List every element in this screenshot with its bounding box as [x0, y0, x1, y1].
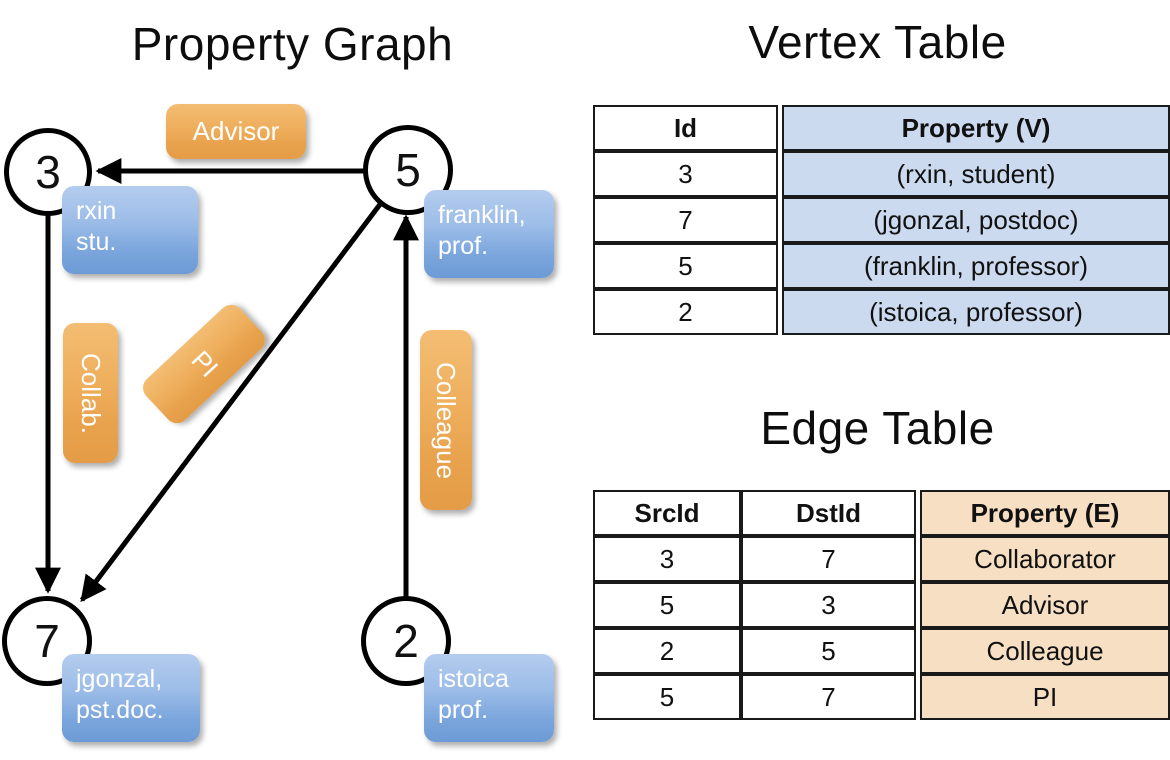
table-header-row: SrcId DstId Property (E)	[593, 490, 1170, 536]
edge-label-pi-text: PI	[185, 344, 224, 383]
table-row[interactable]: 5 3 Advisor	[593, 582, 1170, 628]
edge-label-collab-text: Collab.	[76, 352, 106, 434]
edge-cell-srcid: 3	[593, 536, 741, 582]
edge-cell-srcid: 5	[593, 582, 741, 628]
node-property-7-line1: jgonzal,	[76, 665, 163, 693]
property-graph-panel: Property Graph 3 5 7 2 rxin stu.	[2, 18, 554, 742]
edge-cell-dstid: 3	[741, 582, 916, 628]
table-row[interactable]: 2 5 Colleague	[593, 628, 1170, 674]
edge-header-property: Property (E)	[920, 490, 1170, 536]
vertex-cell-property: (istoica, professor)	[782, 289, 1170, 335]
table-row[interactable]: 7 (jgonzal, postdoc)	[593, 197, 1170, 243]
node-property-box-2: istoica prof.	[424, 654, 554, 742]
edge-cell-srcid: 2	[593, 628, 741, 674]
node-property-box-3: rxin stu.	[62, 186, 198, 274]
node-property-5-line1: franklin,	[438, 201, 526, 229]
node-property-3-line1: rxin	[76, 197, 117, 225]
page-title-property-graph: Property Graph	[131, 18, 454, 70]
node-property-5-line2: prof.	[438, 232, 489, 260]
node-property-2-line2: prof.	[438, 696, 489, 724]
edge-5-to-7	[80, 201, 383, 603]
graph-node-5[interactable]: 5	[363, 125, 453, 215]
edge-cell-dstid: 7	[741, 536, 916, 582]
node-property-box-5: franklin, prof.	[424, 190, 554, 278]
graph-node-2[interactable]: 2	[361, 596, 451, 686]
edge-label-advisor: Advisor	[166, 104, 306, 159]
vertex-header-property: Property (V)	[782, 105, 1170, 151]
table-row[interactable]: 2 (istoica, professor)	[593, 289, 1170, 335]
node-property-3-line2: stu.	[76, 228, 117, 256]
table-row[interactable]: 5 (franklin, professor)	[593, 243, 1170, 289]
vertex-table: Id Property (V) 3 (rxin, student) 7 (jgo…	[593, 105, 1170, 335]
edge-label-colleague: Colleague	[420, 330, 472, 510]
table-row[interactable]: 3 (rxin, student)	[593, 151, 1170, 197]
table-header-row: Id Property (V)	[593, 105, 1170, 151]
edge-header-dstid: DstId	[741, 490, 916, 536]
vertex-cell-id: 3	[593, 151, 778, 197]
page-title-vertex-table: Vertex Table	[748, 16, 1007, 68]
edge-cell-property: PI	[920, 674, 1170, 720]
node-property-box-7: jgonzal, pst.doc.	[62, 654, 200, 742]
edge-cell-srcid: 5	[593, 674, 741, 720]
graph-edges	[35, 158, 419, 603]
node-property-7-line2: pst.doc.	[76, 696, 164, 724]
page-title-edge-table: Edge Table	[760, 402, 995, 454]
node-property-2-line1: istoica	[438, 665, 509, 693]
table-row[interactable]: 3 7 Collaborator	[593, 536, 1170, 582]
vertex-cell-property: (rxin, student)	[782, 151, 1170, 197]
table-row[interactable]: 5 7 PI	[593, 674, 1170, 720]
edge-label-advisor-text: Advisor	[192, 116, 280, 146]
vertex-header-id: Id	[593, 105, 778, 151]
edge-cell-dstid: 7	[741, 674, 916, 720]
edge-cell-property: Advisor	[920, 582, 1170, 628]
edge-label-colleague-text: Colleague	[431, 361, 462, 479]
vertex-cell-property: (jgonzal, postdoc)	[782, 197, 1170, 243]
edge-table: SrcId DstId Property (E) 3 7 Collaborato…	[593, 490, 1170, 720]
edge-label-collab: Collab.	[63, 323, 118, 463]
edge-cell-property: Collaborator	[920, 536, 1170, 582]
vertex-cell-property: (franklin, professor)	[782, 243, 1170, 289]
edge-header-srcid: SrcId	[593, 490, 741, 536]
edge-cell-dstid: 5	[741, 628, 916, 674]
vertex-cell-id: 5	[593, 243, 778, 289]
vertex-cell-id: 2	[593, 289, 778, 335]
edge-cell-property: Colleague	[920, 628, 1170, 674]
vertex-cell-id: 7	[593, 197, 778, 243]
